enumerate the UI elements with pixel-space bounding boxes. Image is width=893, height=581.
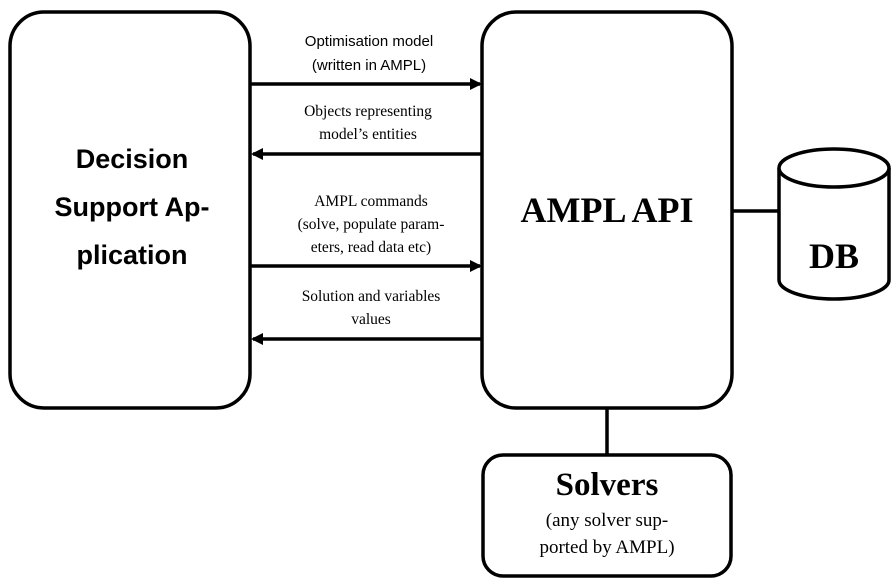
db-label: DB <box>809 236 859 276</box>
arrow3-line-1: AMPL commands <box>314 193 428 210</box>
decision-support-app-box: Decision Support Ap- plication <box>8 10 252 410</box>
db-cylinder: DB <box>777 147 891 301</box>
arrow-label-ampl-commands: AMPL commands (solve, populate param- et… <box>298 193 445 256</box>
arrow-label-optimisation-model: Optimisation model (written in AMPL) <box>305 33 433 74</box>
solvers-box: Solvers (any solver sup- ported by AMPL) <box>481 453 733 578</box>
arrow-label-solution-values: Solution and variables values <box>302 288 441 328</box>
arrow1-line-1: Optimisation model <box>305 33 433 50</box>
arrow2-line-2: model’s entities <box>319 126 417 143</box>
arrow-label-objects-entities: Objects representing model’s entities <box>304 103 432 143</box>
arrow4-line-2: values <box>351 311 391 328</box>
solvers-desc-line-1: (any solver sup- <box>546 510 668 531</box>
solvers-desc-line-2: ported by AMPL) <box>539 537 674 558</box>
arrow3-line-3: eters, read data etc) <box>311 239 431 256</box>
ampl-api-title: AMPL API <box>520 190 693 230</box>
dsa-line-2: Support Ap- <box>55 192 210 222</box>
arrow2-line-1: Objects representing <box>304 103 432 120</box>
arrow4-line-1: Solution and variables <box>302 288 441 305</box>
dsa-line-1: Decision <box>76 144 189 174</box>
dsa-line-3: plication <box>76 240 187 270</box>
arrow3-line-2: (solve, populate param- <box>298 216 445 233</box>
ampl-api-box: AMPL API <box>480 10 734 410</box>
solvers-title: Solvers <box>556 467 659 503</box>
arrow1-line-2: (written in AMPL) <box>312 57 426 74</box>
